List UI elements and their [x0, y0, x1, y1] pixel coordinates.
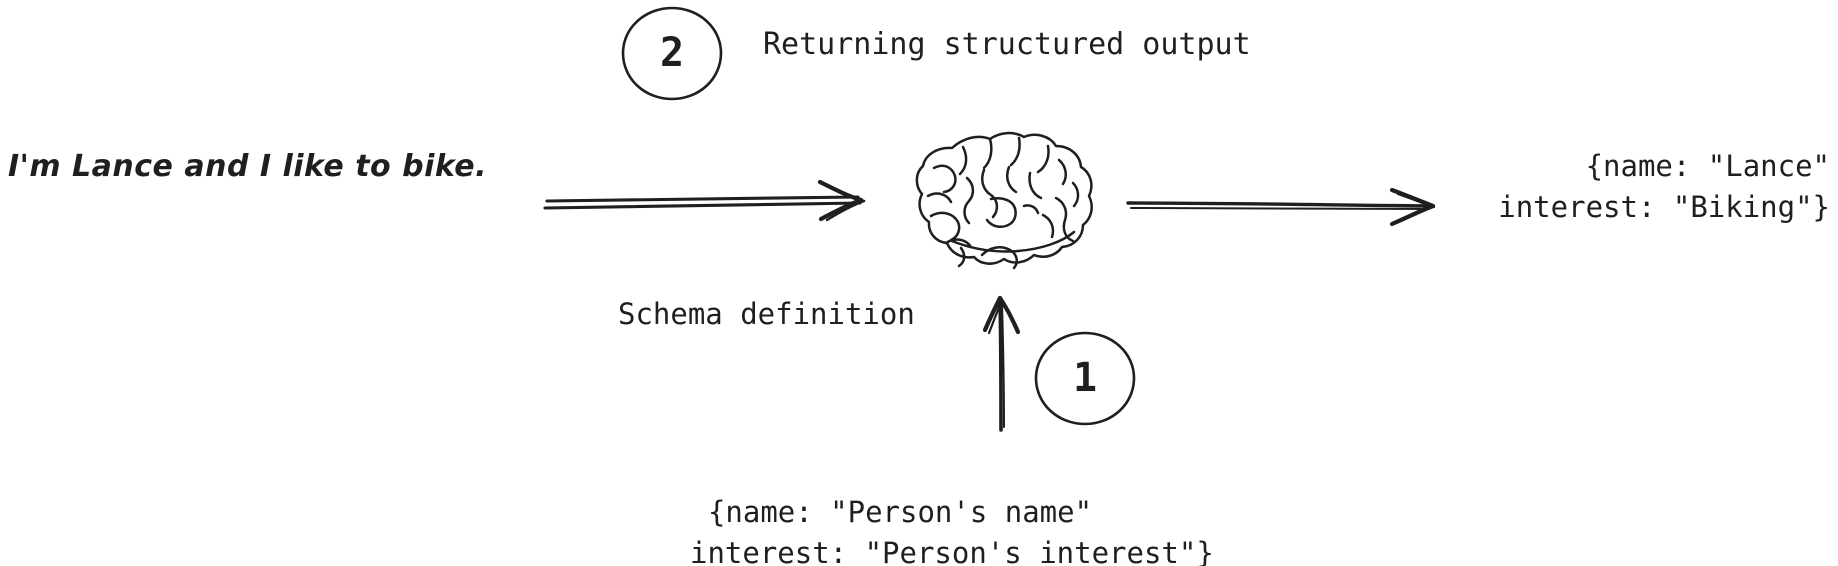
schema-definition-code: {name: "Person's name" interest: "Person'…	[690, 492, 1214, 566]
arrow-right-output-icon	[1126, 187, 1436, 227]
step-2-label: Returning structured output	[763, 27, 1251, 62]
brain-icon	[915, 131, 1093, 270]
input-utterance-text: I'm Lance and I like to bike.	[8, 149, 487, 184]
schema-line-2: interest: "Person's interest"}	[690, 536, 1214, 566]
output-line-1: {name: "Lance"	[1585, 149, 1830, 183]
badge-1-number: 1	[1072, 355, 1098, 401]
schema-definition-label: Schema definition	[618, 297, 915, 331]
arrow-up-schema-icon	[982, 295, 1021, 432]
arrow-right-input-icon	[543, 179, 866, 222]
structured-output-code: {name: "Lance" interest: "Biking"}	[1430, 146, 1830, 228]
schema-line-1: {name: "Person's name"	[707, 495, 1093, 529]
badge-2-number: 2	[659, 30, 685, 76]
output-line-2: interest: "Biking"}	[1498, 190, 1830, 225]
